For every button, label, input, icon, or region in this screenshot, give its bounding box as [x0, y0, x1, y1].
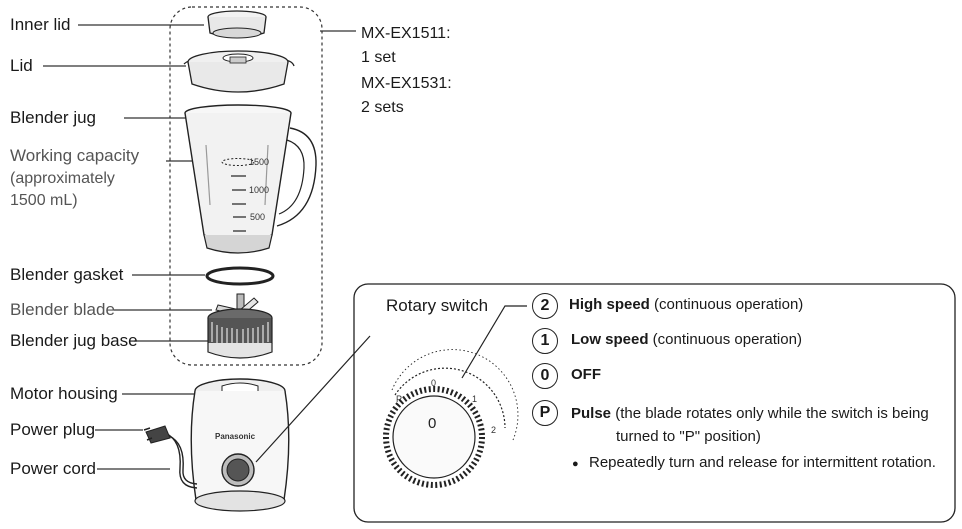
jug-mark-500: 500 [250, 212, 265, 222]
label-blender-blade: Blender blade [10, 300, 115, 319]
jug-mark-1000: 1000 [249, 185, 269, 195]
setting-badge-p: P [532, 400, 558, 426]
pulse-note: Repeatedly turn and release for intermit… [589, 454, 936, 471]
setting-badge-1: 1 [532, 328, 558, 354]
setting-high-speed-desc: (continuous operation) [649, 296, 804, 313]
brand-logo: Panasonic [215, 432, 256, 441]
setting-pulse-desc: (the blade rotates only while the switch… [611, 405, 929, 422]
jug-mark-1500: 1500 [249, 157, 269, 167]
rotary-switch-panel [353, 283, 956, 523]
label-working-capacity: Working capacity [10, 146, 140, 165]
setting-pulse: Pulse (the blade rotates only while the … [571, 404, 929, 424]
jug-set-boundary [169, 6, 323, 366]
setting-badge-2: 2 [532, 293, 558, 319]
setting-high-speed-name: High speed [569, 296, 650, 313]
knob-indicator: 0 [428, 415, 436, 432]
model-1-name: MX-EX1511: [361, 25, 451, 42]
setting-off-name: OFF [571, 366, 601, 383]
capacity-note-line2: 1500 mL) [10, 192, 78, 209]
label-motor-housing: Motor housing [10, 384, 118, 403]
capacity-note-line1: (approximately [10, 170, 115, 187]
label-lid: Lid [10, 56, 33, 75]
model-1-qty: 1 set [361, 49, 396, 66]
model-2-qty: 2 sets [361, 99, 404, 116]
label-power-plug: Power plug [10, 420, 96, 439]
blender-jug: 1500 1000 500 [184, 104, 317, 254]
blender-gasket [205, 266, 275, 286]
dial-mark-p: P [396, 394, 402, 404]
motor-housing [190, 378, 290, 512]
setting-low-speed-name: Low speed [571, 331, 649, 348]
rotary-switch-title: Rotary switch [386, 296, 489, 315]
label-blender-gasket: Blender gasket [10, 265, 124, 284]
model-2-name: MX-EX1531: [361, 75, 452, 92]
rotary-title-leader [461, 305, 527, 379]
power-cord [164, 432, 198, 489]
setting-badge-0: 0 [532, 363, 558, 389]
label-inner-lid: Inner lid [10, 15, 71, 34]
label-blender-jug: Blender jug [10, 108, 97, 127]
setting-high-speed: High speed (continuous operation) [569, 295, 803, 315]
rotary-dial: P 0 1 2 0 [383, 349, 519, 488]
power-plug [143, 425, 171, 444]
setting-off: OFF [571, 365, 601, 385]
blender-jug-base [207, 308, 273, 359]
setting-low-speed: Low speed (continuous operation) [571, 330, 802, 350]
dial-mark-2: 2 [491, 425, 496, 435]
rotary-switch-callout [255, 335, 371, 463]
dial-mark-1: 1 [472, 394, 477, 404]
lid [183, 50, 295, 93]
setting-low-speed-desc: (continuous operation) [648, 331, 802, 348]
pulse-note-bullet: ● [572, 458, 579, 470]
inner-lid [207, 10, 267, 39]
label-blender-jug-base: Blender jug base [10, 331, 138, 350]
dial-mark-0: 0 [431, 378, 436, 388]
setting-pulse-desc-2: turned to "P" position) [616, 428, 761, 445]
setting-pulse-name: Pulse [571, 405, 612, 422]
label-power-cord: Power cord [10, 459, 96, 478]
